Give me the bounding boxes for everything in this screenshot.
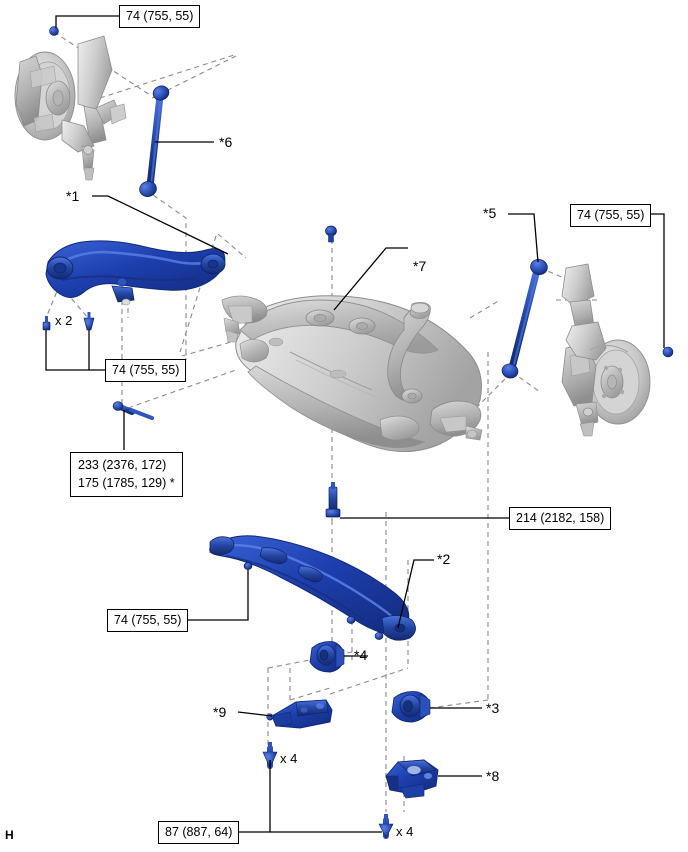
torque-spec-mid-left: 74 (755, 55) xyxy=(105,359,187,382)
quantity-label-x2: x 2 xyxy=(55,313,73,328)
part-stabilizer-bracket-left xyxy=(266,699,333,729)
torque-spec-lca-bolt: 233 (2376, 172) 175 (1785, 129) * xyxy=(70,452,183,497)
torque-spec-top-right: 74 (755, 55) xyxy=(570,204,652,227)
part-crossmember-bolt-right xyxy=(325,482,341,518)
torque-spec-stabilizer: 74 (755, 55) xyxy=(107,609,189,632)
part-stabilizer-bar-bushing-right xyxy=(391,691,431,723)
callout-label-9: *9 xyxy=(213,704,227,720)
torque-value: 214 (2182, 158) xyxy=(516,511,605,525)
torque-spec-top-left: 74 (755, 55) xyxy=(119,5,201,28)
torque-value: 74 (755, 55) xyxy=(114,613,182,627)
part-stabilizer-link-right xyxy=(501,259,674,379)
part-lca-bolt-x2 xyxy=(42,316,51,331)
callout-label-6: *6 xyxy=(219,134,233,150)
torque-spec-bottom: 87 (887, 64) xyxy=(158,821,240,844)
torque-value-secondary: 175 (1785, 129) * xyxy=(78,476,175,490)
callout-label-8: *8 xyxy=(486,768,500,784)
torque-spec-right-lower: 214 (2182, 158) xyxy=(509,507,612,530)
callout-label-3: *3 xyxy=(486,700,500,716)
callout-label-7: *7 xyxy=(413,258,427,274)
part-lower-control-arm xyxy=(45,225,337,306)
callout-label-5: *5 xyxy=(483,205,497,221)
part-stabilizer-bracket-right xyxy=(385,759,439,799)
callout-label-4: *4 xyxy=(354,647,368,663)
torque-value: 74 (755, 55) xyxy=(577,208,645,222)
torque-value: 74 (755, 55) xyxy=(112,363,180,377)
part-stabilizer-bar xyxy=(209,535,416,641)
assembly-guide-lines xyxy=(45,31,600,812)
part-front-knuckle-assembly-right xyxy=(561,263,651,437)
torque-value-primary: 233 (2376, 172) xyxy=(78,458,167,472)
part-stabilizer-bar-bushing xyxy=(309,641,345,673)
part-suspension-crossmember xyxy=(221,295,483,453)
part-stabilizer-link-left xyxy=(49,26,170,197)
torque-value: 87 (887, 64) xyxy=(165,825,233,839)
quantity-label-x4-right: x 4 xyxy=(396,824,414,839)
page-corner-mark: H xyxy=(5,828,14,842)
callout-label-2: *2 xyxy=(437,551,451,567)
torque-value: 74 (755, 55) xyxy=(126,9,194,23)
part-front-knuckle-assembly xyxy=(14,35,127,181)
leader-lines xyxy=(45,15,665,833)
callout-label-1: *1 xyxy=(66,188,80,204)
part-lca-bolt-second xyxy=(83,312,95,331)
quantity-label-x4-left: x 4 xyxy=(280,751,298,766)
part-bushing-through-bolt xyxy=(112,401,154,420)
